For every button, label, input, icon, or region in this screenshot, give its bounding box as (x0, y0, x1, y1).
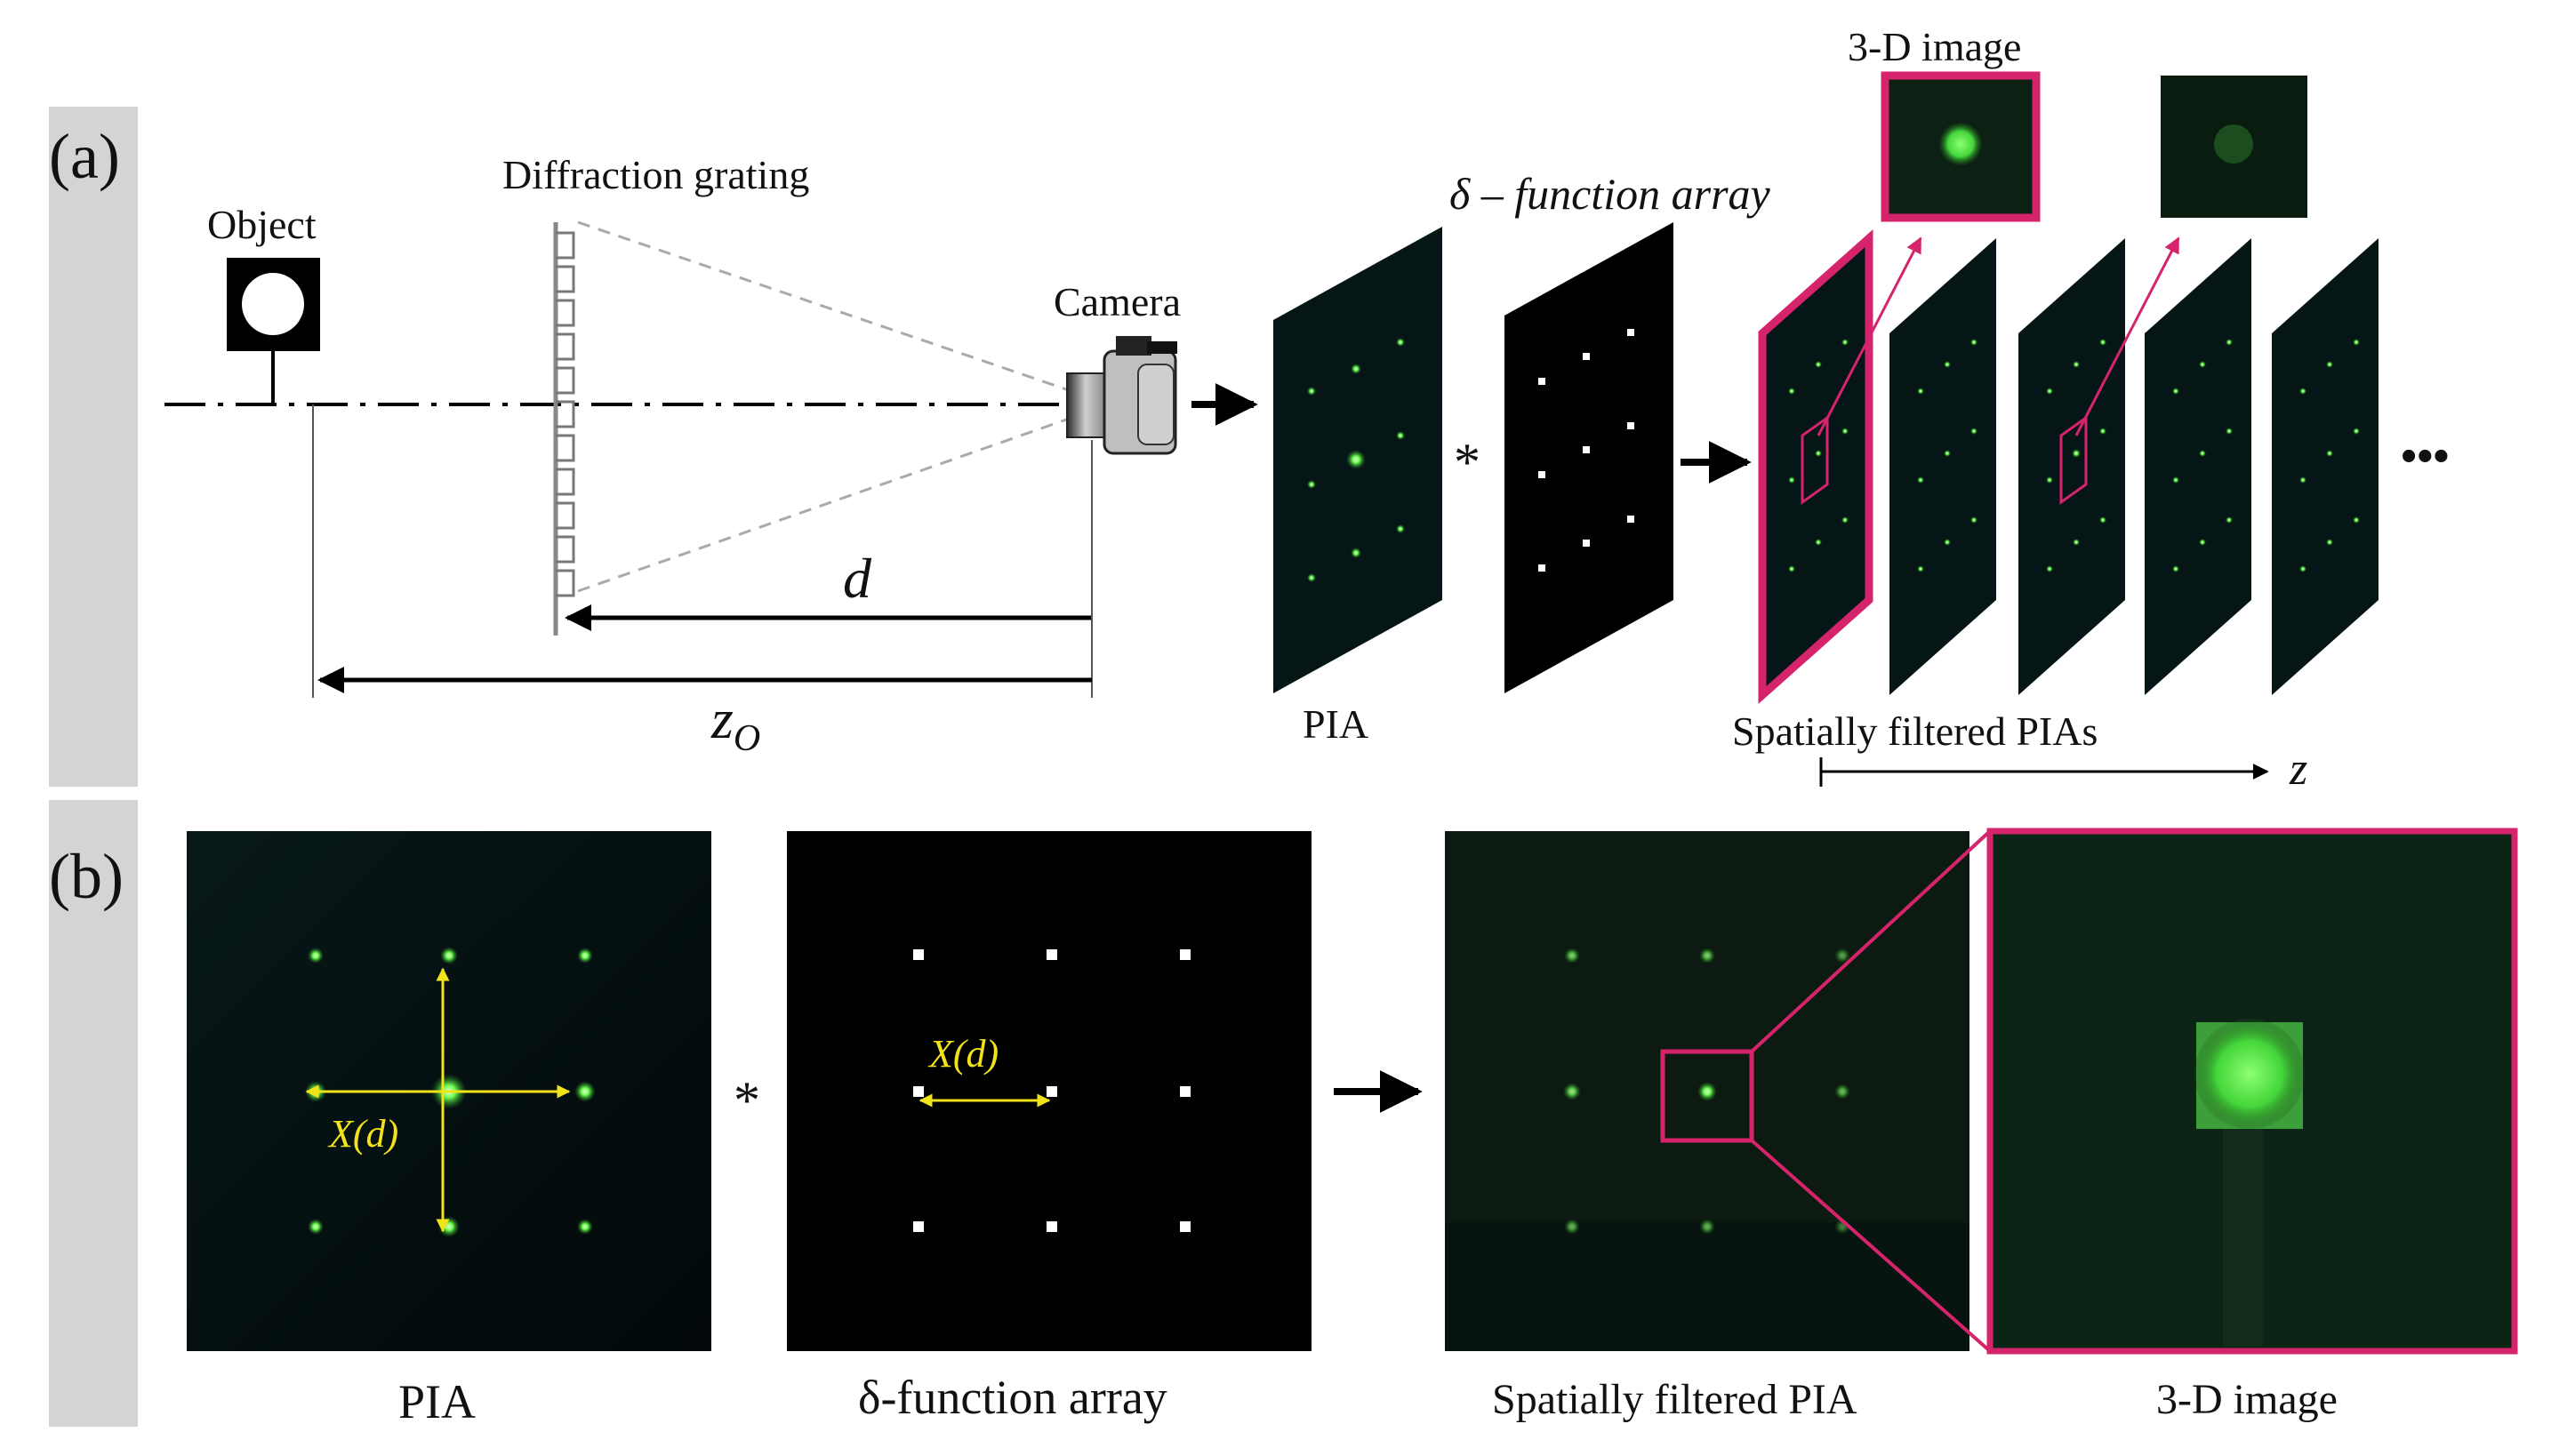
object-label: Object (207, 202, 317, 247)
filtered-plane-1 (1758, 228, 1922, 705)
z-axis-label: z (2289, 744, 2307, 795)
filtered-planes-label: Spatially filtered PIAs (1732, 708, 2098, 754)
filtered-pia-image (1445, 829, 1992, 1353)
zoom-3d-image (1986, 828, 2518, 1355)
filtered-plane-5 (2272, 238, 2379, 695)
ellipsis: ••• (2401, 431, 2450, 482)
camera-icon (1066, 336, 1177, 455)
object-icon (227, 258, 320, 404)
zoom-3d-caption: 3-D image (2156, 1376, 2338, 1423)
conv-symbol-b: * (734, 1071, 760, 1130)
inset-3d-image-2 (2161, 76, 2307, 218)
panel-b-sidebar (49, 800, 138, 1427)
diffraction-grating-icon (553, 222, 575, 636)
filtered-plane-3 (2018, 236, 2180, 695)
panel-a-tag: (a) (49, 121, 120, 192)
panel-a-sidebar (49, 107, 138, 787)
pia-image: X(d) (187, 831, 711, 1351)
delta-caption: δ-function array (858, 1371, 1167, 1424)
pia-caption: PIA (398, 1375, 476, 1428)
d-label: d (843, 547, 872, 610)
panel-b: (b) X(d) PIA * (49, 800, 2518, 1428)
grating-label: Diffraction grating (502, 152, 809, 197)
inset-3d-image-1 (1881, 71, 2041, 222)
z-axis (1819, 757, 2269, 787)
camera-label: Camera (1054, 279, 1181, 324)
filtered-plane-4 (2145, 238, 2251, 695)
panel-a: (a) Object Diffraction grating (49, 24, 2450, 795)
delta-function-plane (1504, 222, 1673, 693)
delta-label-a: δ – function array (1449, 169, 1771, 219)
delta-spacing-label: X(d) (927, 1032, 999, 1076)
zoom-box (1660, 1049, 1754, 1143)
pia-plane (1273, 227, 1442, 693)
pia-label: PIA (1303, 701, 1368, 747)
conv-symbol-a: * (1454, 433, 1480, 492)
delta-array-image: X(d) (787, 831, 1312, 1351)
pia-spacing-label: X(d) (327, 1112, 398, 1156)
panel-b-tag: (b) (49, 841, 124, 912)
filtered-plane-2 (1889, 238, 1996, 695)
light-cone (577, 220, 1072, 593)
zo-label: zO (710, 687, 760, 759)
inset-3d-label: 3-D image (1848, 24, 2021, 69)
filtered-caption: Spatially filtered PIA (1492, 1376, 1857, 1423)
